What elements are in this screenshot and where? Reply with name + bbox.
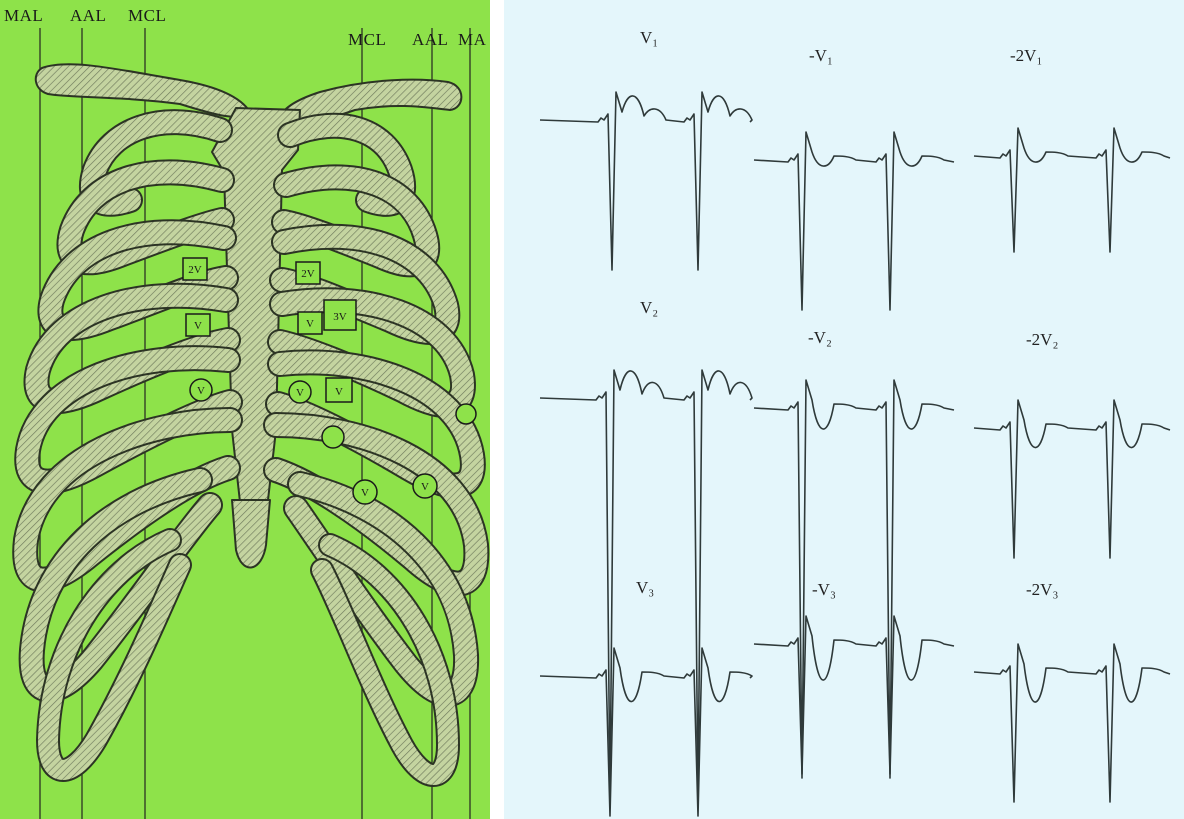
ecg-trace-v3	[540, 648, 752, 816]
ecg-title-v2-minus1: -V₂	[808, 328, 832, 348]
electrode-circle	[456, 404, 476, 424]
ecg-title-v1: V₁	[640, 28, 658, 48]
ecg-traces	[540, 92, 1170, 816]
line-label-aal-right: AAL	[412, 30, 448, 50]
ecg-title-v3: V₃	[636, 578, 654, 598]
chest-electrode-diagram: 2V 2V V V 3V V V V V V MAL AAL MCL MCL A…	[0, 0, 490, 819]
electrode-label: V	[306, 318, 314, 330]
electrode-label: V	[335, 386, 343, 398]
electrode-label: V	[361, 487, 369, 499]
ecg-trace-v3-minus2	[974, 644, 1170, 802]
electrode-label: 3V	[333, 311, 347, 323]
ecg-trace-v1-minus2	[974, 128, 1170, 252]
panel-divider	[490, 0, 504, 819]
ecg-trace-v1-minus1	[754, 132, 954, 310]
ecg-title-v3-minus2: -2V₃	[1026, 580, 1058, 600]
ecg-title-v3-minus1: -V₃	[812, 580, 836, 600]
line-label-mcl-left: MCL	[128, 6, 166, 26]
electrode-label: V	[421, 481, 429, 493]
ecg-title-v1-minus1: -V₁	[809, 46, 833, 66]
ecg-trace-v2-minus2	[974, 400, 1170, 558]
ecg-trace-v3-minus1	[754, 616, 954, 774]
electrode-label: V	[296, 387, 304, 399]
line-label-aal-left: AAL	[70, 6, 106, 26]
electrode-label: V	[194, 320, 202, 332]
electrode-label: 2V	[188, 264, 202, 276]
ecg-trace-v2-minus1	[754, 380, 954, 778]
ecg-title-v2-minus2: -2V₂	[1026, 330, 1058, 350]
ecg-tracings-panel: V₁ -V₁ -2V₁ V₂ -V₂ -2V₂ V₃ -V₃ -2V₃	[504, 0, 1184, 819]
electrode-circle	[322, 426, 344, 448]
electrode-label: V	[197, 385, 205, 397]
ecg-title-v2: V₂	[640, 298, 658, 318]
rib-cage-drawing: 2V 2V V V 3V V V V V V	[0, 0, 490, 819]
line-label-mcl-right: MCL	[348, 30, 386, 50]
electrode-label: 2V	[301, 268, 315, 280]
line-label-mal-right: MA	[458, 30, 486, 50]
ecg-title-v1-minus2: -2V₁	[1010, 46, 1042, 66]
ecg-grid	[504, 0, 1184, 819]
line-label-mal-left: MAL	[4, 6, 43, 26]
ecg-trace-v1	[540, 92, 752, 270]
